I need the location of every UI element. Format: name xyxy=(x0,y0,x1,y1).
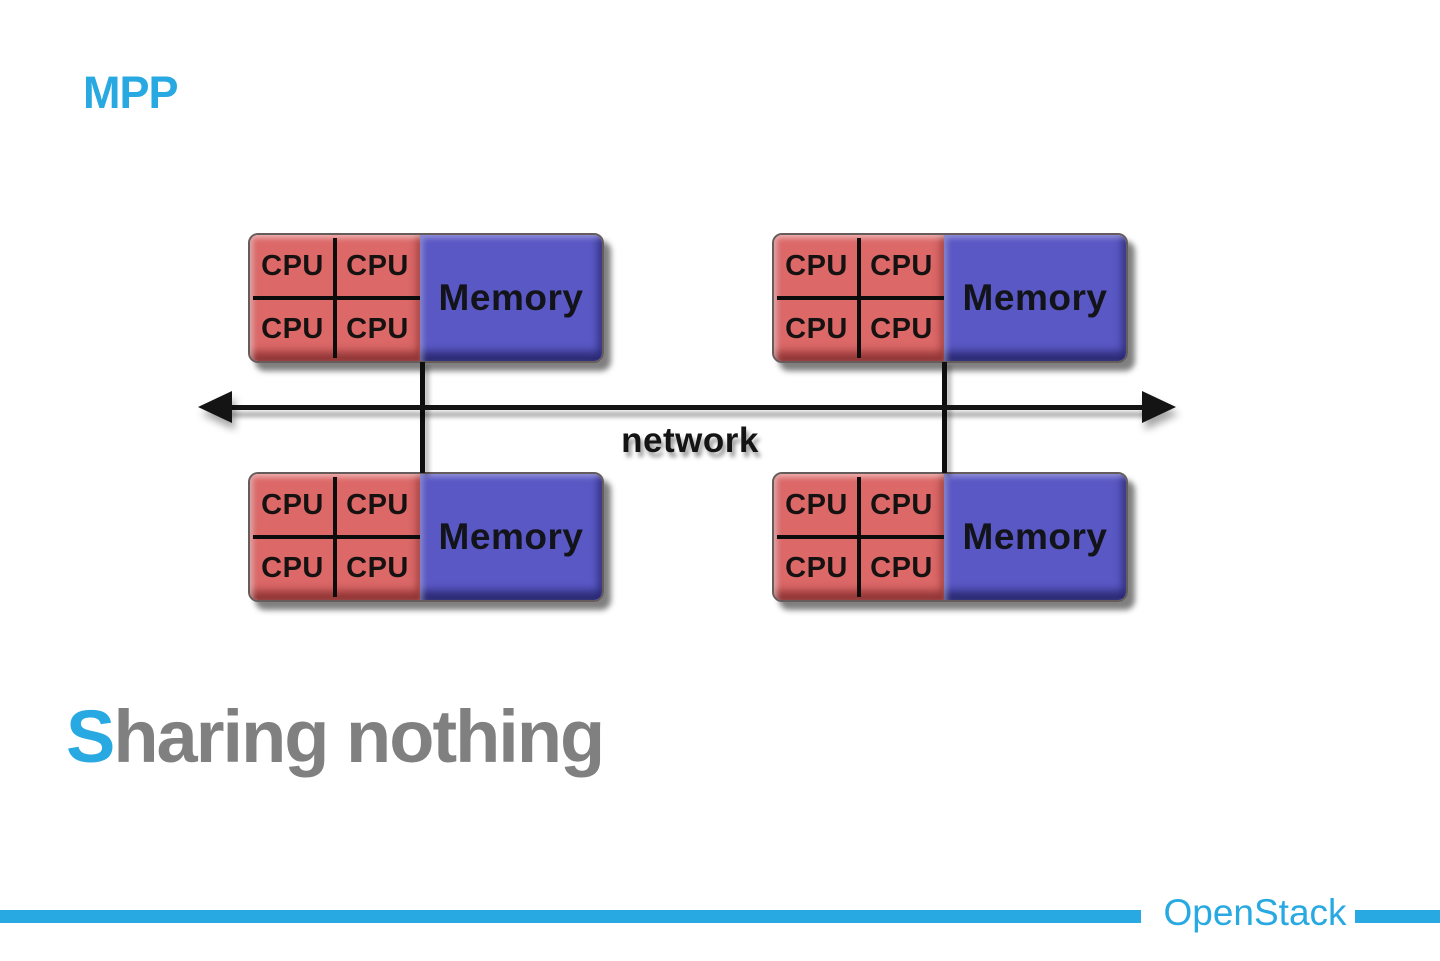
cpu-label: CPU xyxy=(870,489,933,521)
headline-rest: haring nothing xyxy=(113,695,605,778)
cpu-label: CPU xyxy=(346,313,409,345)
cpu-divider-horizontal xyxy=(253,535,420,539)
headline-first-letter: S xyxy=(66,695,115,778)
cpu-block: CPU CPU CPU CPU xyxy=(774,235,944,361)
arrow-left-icon xyxy=(198,391,232,423)
headline: Sharing nothing xyxy=(66,694,605,779)
arrow-right-icon xyxy=(1142,391,1176,423)
node-top-right: CPU CPU CPU CPU Memory xyxy=(772,233,1128,363)
cpu-label: CPU xyxy=(261,552,324,584)
cpu-label: CPU xyxy=(785,313,848,345)
network-bus-line xyxy=(228,405,1146,410)
cpu-label: CPU xyxy=(870,313,933,345)
memory-block: Memory xyxy=(944,235,1126,361)
page-title: MPP xyxy=(83,67,179,118)
memory-block: Memory xyxy=(420,235,602,361)
node-bottom-right: CPU CPU CPU CPU Memory xyxy=(772,472,1128,602)
cpu-block: CPU CPU CPU CPU xyxy=(774,474,944,600)
node-connector-right xyxy=(942,362,947,473)
cpu-label: CPU xyxy=(870,552,933,584)
memory-block: Memory xyxy=(420,474,602,600)
cpu-label: CPU xyxy=(261,313,324,345)
footer-bar-right xyxy=(1355,910,1440,923)
cpu-label: CPU xyxy=(785,250,848,282)
cpu-label: CPU xyxy=(261,250,324,282)
cpu-label: CPU xyxy=(261,489,324,521)
cpu-block: CPU CPU CPU CPU xyxy=(250,235,420,361)
network-label: network xyxy=(621,421,759,460)
cpu-divider-horizontal xyxy=(777,535,944,539)
cpu-divider-horizontal xyxy=(777,296,944,300)
cpu-block: CPU CPU CPU CPU xyxy=(250,474,420,600)
cpu-label: CPU xyxy=(870,250,933,282)
cpu-label: CPU xyxy=(346,250,409,282)
node-bottom-left: CPU CPU CPU CPU Memory xyxy=(248,472,604,602)
node-connector-left xyxy=(420,362,425,473)
cpu-label: CPU xyxy=(785,489,848,521)
memory-block: Memory xyxy=(944,474,1126,600)
footer-bar-left xyxy=(0,910,1141,923)
cpu-divider-horizontal xyxy=(253,296,420,300)
cpu-label: CPU xyxy=(785,552,848,584)
brand-text: OpenStack xyxy=(1163,892,1347,933)
cpu-label: CPU xyxy=(346,552,409,584)
cpu-label: CPU xyxy=(346,489,409,521)
node-top-left: CPU CPU CPU CPU Memory xyxy=(248,233,604,363)
